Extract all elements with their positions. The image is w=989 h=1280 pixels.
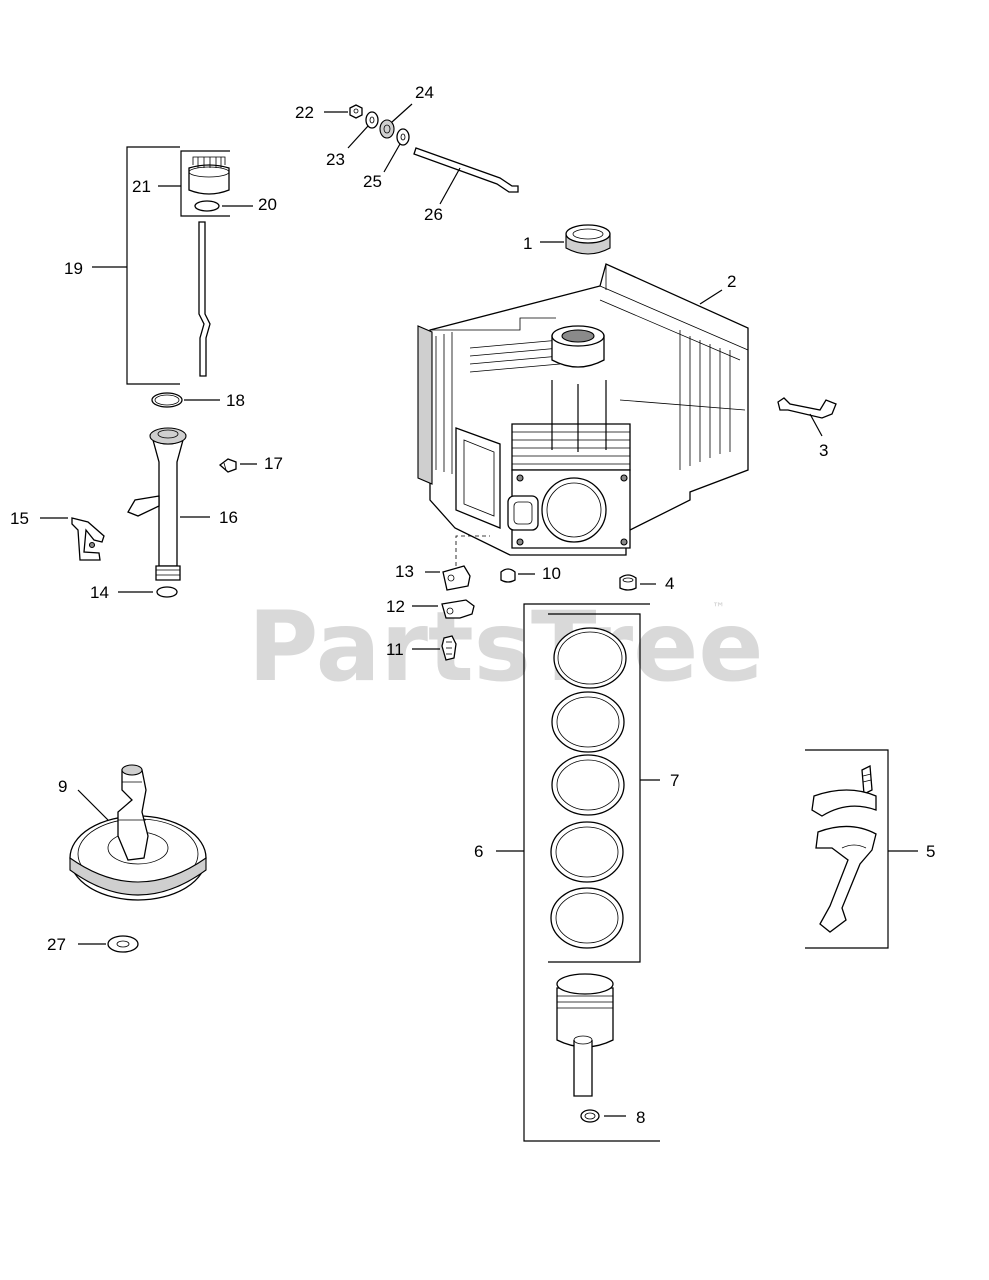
callout-5: 5 — [926, 842, 935, 861]
part-20-oring[interactable] — [194, 200, 253, 212]
callout-9: 9 — [58, 777, 67, 796]
part-11-screw[interactable] — [412, 635, 457, 661]
bracket-21 — [158, 150, 230, 217]
callout-25: 25 — [363, 172, 382, 191]
part-6-piston[interactable] — [556, 973, 614, 1097]
callout-19: 19 — [64, 259, 83, 278]
callout-27: 27 — [47, 935, 66, 954]
callout-1: 1 — [523, 234, 532, 253]
part-7-piston-rings[interactable] — [550, 627, 627, 949]
callout-11: 11 — [386, 640, 404, 659]
part-17-screw[interactable] — [218, 458, 257, 473]
callout-4: 4 — [665, 574, 674, 593]
part-2-crankcase[interactable] — [417, 263, 749, 556]
part-24-spacer[interactable] — [379, 119, 395, 139]
leader-23 — [347, 125, 369, 149]
part-26-rod[interactable] — [413, 147, 519, 193]
part-27-washer[interactable] — [78, 935, 139, 953]
part-8-clip[interactable] — [580, 1109, 626, 1123]
part-12-bracket[interactable] — [412, 599, 475, 619]
callout-26: 26 — [424, 205, 443, 224]
callout-6: 6 — [474, 842, 483, 861]
part-22-nut[interactable] — [349, 104, 363, 119]
watermark-trademark: ™ — [712, 601, 725, 616]
part-16-fill-tube[interactable] — [127, 427, 210, 581]
callout-23: 23 — [326, 150, 345, 169]
callout-22: 22 — [295, 103, 314, 122]
callout-24: 24 — [415, 83, 434, 102]
callout-20: 20 — [258, 195, 277, 214]
part-18-oring[interactable] — [151, 392, 220, 408]
leader-25 — [383, 143, 401, 173]
callout-18: 18 — [226, 391, 245, 410]
watermark: PartsTree — [248, 591, 763, 703]
callout-3: 3 — [819, 441, 828, 460]
callout-2: 2 — [727, 272, 736, 291]
part-21-cap[interactable] — [188, 156, 230, 195]
callout-15: 15 — [10, 509, 29, 528]
leader-24 — [391, 103, 413, 123]
bracket-7 — [548, 613, 660, 963]
part-4-plug[interactable] — [619, 574, 656, 591]
bracket-6 — [496, 603, 660, 1142]
part-15-bracket[interactable] — [40, 517, 105, 561]
part-5-connecting-rod[interactable] — [811, 764, 877, 933]
callout-12: 12 — [386, 597, 405, 616]
callout-13: 13 — [395, 562, 414, 581]
callout-14: 14 — [90, 583, 109, 602]
bracket-19 — [92, 146, 180, 385]
part-13-clip[interactable] — [425, 535, 490, 591]
callout-21: 21 — [132, 177, 151, 196]
callout-17: 17 — [264, 454, 283, 473]
part-25-washer[interactable] — [396, 128, 410, 146]
part-14-oring[interactable] — [118, 586, 178, 598]
callout-16: 16 — [219, 508, 238, 527]
callout-8: 8 — [636, 1108, 645, 1127]
part-1-seal[interactable] — [540, 224, 611, 255]
part-10-plug[interactable] — [500, 568, 535, 583]
part-3-hose[interactable] — [777, 397, 837, 437]
callout-7: 7 — [670, 771, 679, 790]
part-19-dipstick[interactable] — [198, 221, 211, 377]
part-23-washer[interactable] — [365, 111, 379, 129]
part-9-camshaft[interactable] — [69, 764, 207, 901]
leader-26 — [439, 167, 461, 205]
bracket-5 — [805, 749, 918, 949]
callout-10: 10 — [542, 564, 561, 583]
